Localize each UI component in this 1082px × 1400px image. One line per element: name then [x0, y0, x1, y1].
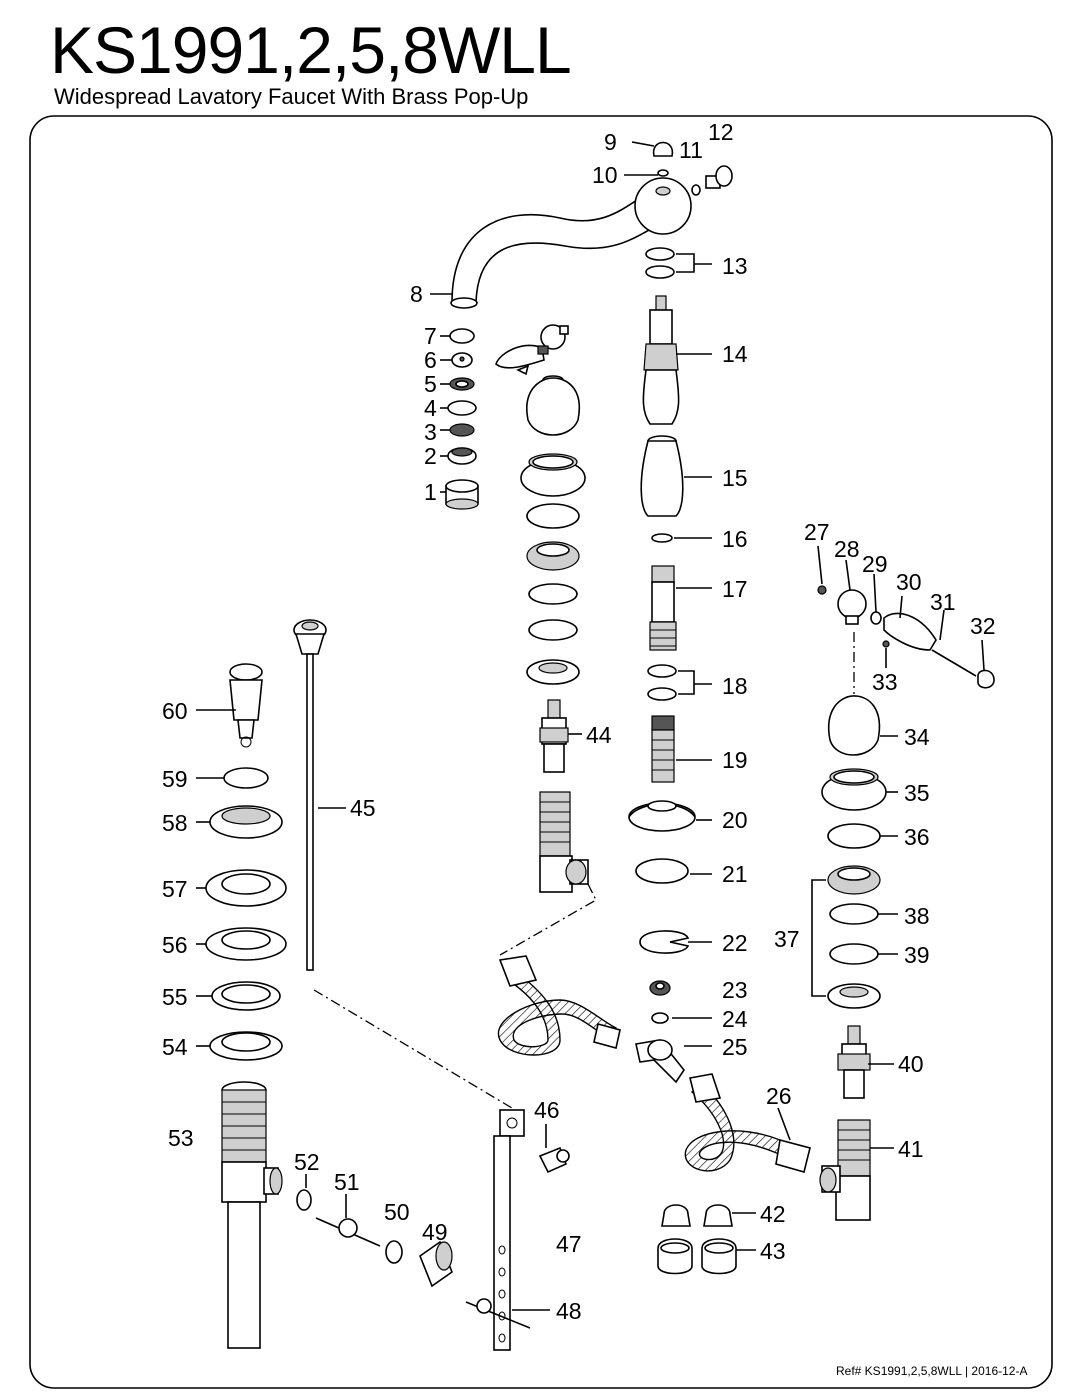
part-label-14: 14 [722, 341, 748, 367]
part-label-56: 56 [162, 932, 188, 958]
page-title: KS1991,2,5,8WLL [50, 13, 572, 87]
reference-note: Ref# KS1991,2,5,8WLL | 2016-12-A [836, 1364, 1028, 1378]
right-valve-assembly [811, 585, 995, 1221]
drain-assembly [205, 619, 570, 1351]
leader-lines [196, 141, 985, 1311]
part-label-13: 13 [722, 253, 748, 279]
part-label-54: 54 [162, 1034, 188, 1060]
left-valve-assembly [445, 324, 589, 893]
part-label-23: 23 [722, 977, 748, 1003]
part-label-44: 44 [586, 722, 612, 748]
compression-fittings [657, 1204, 737, 1275]
supply-hoses [497, 955, 811, 1173]
part-label-60: 60 [162, 698, 188, 724]
part-label-58: 58 [162, 810, 188, 836]
part-label-22: 22 [722, 930, 748, 956]
part-label-12: 12 [708, 119, 734, 145]
part-label-49: 49 [422, 1219, 448, 1245]
part-label-41: 41 [898, 1136, 924, 1162]
part-label-53: 53 [168, 1125, 194, 1151]
part-label-3: 3 [424, 419, 437, 445]
part-label-50: 50 [384, 1199, 410, 1225]
part-label-18: 18 [722, 673, 748, 699]
part-label-26: 26 [766, 1083, 792, 1109]
part-label-46: 46 [534, 1097, 560, 1123]
part-label-8: 8 [410, 281, 423, 307]
part-label-4: 4 [424, 395, 437, 421]
part-label-17: 17 [722, 576, 748, 602]
part-label-6: 6 [424, 347, 437, 373]
part-label-16: 16 [722, 526, 748, 552]
part-label-30: 30 [896, 569, 922, 595]
page-subtitle: Widespread Lavatory Faucet With Brass Po… [54, 84, 529, 109]
part-label-39: 39 [904, 942, 930, 968]
part-label-55: 55 [162, 984, 188, 1010]
part-label-25: 25 [722, 1034, 748, 1060]
part-label-42: 42 [760, 1201, 786, 1227]
part-label-7: 7 [424, 323, 437, 349]
part-label-33: 33 [872, 669, 898, 695]
part-label-15: 15 [722, 465, 748, 491]
part-label-31: 31 [930, 589, 956, 615]
part-label-57: 57 [162, 876, 188, 902]
part-label-32: 32 [970, 613, 996, 639]
part-label-52: 52 [294, 1149, 320, 1175]
part-label-45: 45 [350, 795, 376, 821]
part-label-1: 1 [424, 479, 437, 505]
part-label-59: 59 [162, 766, 188, 792]
part-label-35: 35 [904, 780, 930, 806]
diagram-frame [29, 115, 1053, 1389]
part-label-38: 38 [904, 903, 930, 929]
part-label-47: 47 [556, 1231, 582, 1257]
part-label-21: 21 [722, 861, 748, 887]
part-label-51: 51 [334, 1169, 360, 1195]
part-label-29: 29 [862, 551, 888, 577]
part-label-48: 48 [556, 1298, 582, 1324]
part-label-24: 24 [722, 1006, 748, 1032]
part-label-37: 37 [774, 926, 800, 952]
part-label-20: 20 [722, 807, 748, 833]
spout-assembly [450, 141, 733, 1084]
part-label-28: 28 [834, 536, 860, 562]
part-label-34: 34 [904, 724, 930, 750]
part-label-2: 2 [424, 443, 437, 469]
part-label-10: 10 [592, 162, 618, 188]
part-label-19: 19 [722, 747, 748, 773]
part-label-36: 36 [904, 824, 930, 850]
part-label-40: 40 [898, 1051, 924, 1077]
part-label-11: 11 [679, 137, 703, 163]
assembly-centerlines [313, 632, 855, 1109]
part-labels: 1 2 3 4 5 6 7 8 9 10 11 12 13 14 15 16 1… [162, 119, 996, 1324]
part-label-9: 9 [604, 129, 617, 155]
part-label-27: 27 [804, 519, 830, 545]
part-label-43: 43 [760, 1238, 786, 1264]
part-label-5: 5 [424, 371, 437, 397]
